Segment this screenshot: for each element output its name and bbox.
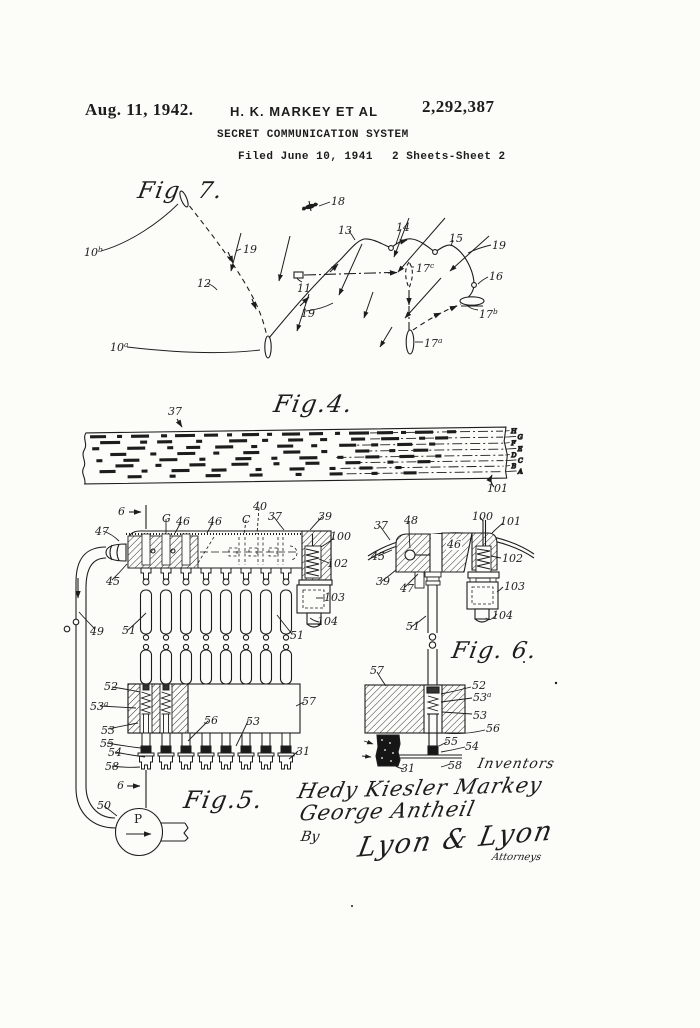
ref-fig7-11-17c: 17c xyxy=(416,261,435,275)
fig4-row-letter-A: A xyxy=(517,468,523,476)
ref-fig6-16-56: 56 xyxy=(486,722,500,735)
scan-specks xyxy=(351,661,558,907)
ref-fig6-0-37: 37 xyxy=(374,519,388,532)
ref-fig7-3-11: 11 xyxy=(297,282,311,295)
ref-fig6-10-104: 104 xyxy=(492,609,513,622)
ref-fig6-20-31: 31 xyxy=(401,762,415,775)
ref-fig5-21-54: 54 xyxy=(108,746,122,759)
ref-fig5-6-40: 40 xyxy=(253,500,267,513)
ref-fig5-17-52: 52 xyxy=(104,680,118,693)
ref-fig6-2-100: 100 xyxy=(472,510,493,523)
ref-fig7-2-12: 12 xyxy=(197,277,211,290)
fig4-row-letter-C: C xyxy=(518,457,523,465)
ref-fig5-7-37: 37 xyxy=(268,510,282,523)
ref-fig5-1-47: 47 xyxy=(95,525,109,538)
ref-fig5-15-51: 51 xyxy=(122,624,136,637)
ref-fig5-2-G: G xyxy=(162,512,171,525)
ref-fig7-14-18: 18 xyxy=(331,195,345,208)
ref-fig7-12-17b: 17b xyxy=(479,307,498,321)
filed-date: Filed June 10, 1941 xyxy=(238,151,373,163)
by-label: By xyxy=(299,829,321,845)
ref-fig7-4-19: 19 xyxy=(243,243,257,256)
ref-fig6-6-102: 102 xyxy=(502,552,523,565)
ref-fig5-22-58: 58 xyxy=(105,760,119,773)
ref-fig5-0-6: 6 xyxy=(118,505,125,518)
ref-fig5-12-103: 103 xyxy=(324,591,345,604)
ref-fig6-1-48: 48 xyxy=(404,514,418,527)
ref-fig7-10-16: 16 xyxy=(489,270,503,283)
ref-fig6-13-52: 52 xyxy=(472,679,486,692)
ref-fig7-1-10a: 10a xyxy=(110,340,129,354)
ref-fig5-29-P: P xyxy=(134,812,143,826)
ref-fig5-18-53a: 53a xyxy=(90,699,109,713)
ref-fig5-27-6: 6 xyxy=(117,779,124,792)
ref-fig6-5-46: 46 xyxy=(446,538,462,551)
ref-fig5-8-39: 39 xyxy=(318,510,332,523)
ref-fig6-11-51: 51 xyxy=(406,620,420,633)
ref-fig5-10-102: 102 xyxy=(327,557,348,570)
ref-fig5-3-46: 46 xyxy=(176,515,190,528)
fig7-drawing xyxy=(100,190,492,359)
ref-fig5-16-51: 51 xyxy=(290,629,304,642)
fig4-row-letter-B: B xyxy=(510,462,516,470)
fig4-row-letter-D: D xyxy=(510,451,517,459)
patent-number: 2,292,387 xyxy=(422,97,495,116)
ref-fig6-7-39: 39 xyxy=(376,575,390,588)
ref-fig5-14-49: 49 xyxy=(90,625,104,638)
ref-fig4-1-101: 101 xyxy=(487,482,508,495)
ref-fig5-26-31: 31 xyxy=(296,745,310,758)
ref-fig6-15-53: 53 xyxy=(473,709,487,722)
ref-fig6-8-47: 47 xyxy=(400,582,414,595)
fig4-row-letter-H: H xyxy=(510,427,517,435)
fig4-row-letter-G: G xyxy=(518,433,523,441)
ref-fig5-5-C: C xyxy=(242,513,251,526)
ref-fig6-17-55: 55 xyxy=(444,735,458,748)
ref-fig5-9-100: 100 xyxy=(330,530,351,543)
ref-fig5-24-53: 53 xyxy=(246,715,260,728)
ref-fig5-13-104: 104 xyxy=(317,615,338,628)
inventor-name: H. K. MARKEY ET AL xyxy=(230,104,379,119)
ref-fig6-3-101: 101 xyxy=(500,515,521,528)
fig5-drawing xyxy=(63,505,335,857)
ref-fig6-14-53a: 53a xyxy=(473,690,492,704)
ref-fig5-11-45: 45 xyxy=(106,575,120,588)
ref-fig6-19-58: 58 xyxy=(448,759,462,772)
ref-fig6-12-57: 57 xyxy=(370,664,384,677)
ref-fig7-6-19: 19 xyxy=(492,239,506,252)
patent-date: Aug. 11, 1942. xyxy=(85,100,194,119)
ref-fig5-23-56: 56 xyxy=(204,714,218,727)
fig4-row-letter-F: F xyxy=(510,439,516,447)
ref-fig7-0-10b: 10b xyxy=(84,245,103,259)
airplane-icon xyxy=(301,200,319,212)
ref-fig5-28-50: 50 xyxy=(97,799,111,812)
fig4-row-letter-E: E xyxy=(517,445,523,453)
patent-title: SECRET COMMUNICATION SYSTEM xyxy=(217,129,409,141)
attorneys-caption: Attorneys xyxy=(490,852,543,863)
ref-fig5-19-53: 53 xyxy=(101,724,115,737)
ref-fig5-4-46: 46 xyxy=(208,515,222,528)
inventors-caption: Inventors xyxy=(476,756,557,772)
fig6-drawing xyxy=(361,516,535,770)
ref-fig6-4-45: 45 xyxy=(371,550,385,563)
ref-fig4-0-37: 37 xyxy=(168,405,182,418)
sheet-number: 2 Sheets-Sheet 2 xyxy=(392,151,506,163)
ref-fig5-25-57: 57 xyxy=(302,695,316,708)
ref-fig7-9-15: 15 xyxy=(449,232,463,245)
ref-fig7-5-19: 19 xyxy=(301,307,315,320)
ref-fig5-20-55: 55 xyxy=(100,737,114,750)
ref-fig7-7-13: 13 xyxy=(338,224,352,237)
inventor-signature-2: George Antheil xyxy=(297,796,478,826)
ref-fig7-8-14: 14 xyxy=(396,221,410,234)
ref-fig6-18-54: 54 xyxy=(465,740,479,753)
ref-fig6-9-103: 103 xyxy=(504,580,525,593)
ref-fig7-13-17a: 17a xyxy=(424,336,443,350)
